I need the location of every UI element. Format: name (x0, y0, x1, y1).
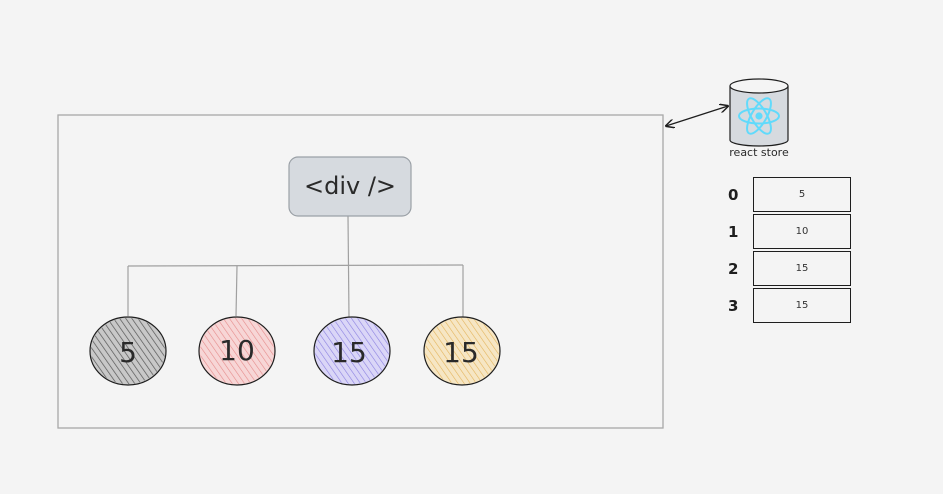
store-index: 1 (728, 222, 739, 241)
store-index: 0 (728, 185, 739, 204)
store-cell: 15 (753, 288, 851, 323)
child-node-value: 15 (443, 336, 479, 369)
store-array: 0 5 1 10 2 15 3 15 (726, 176, 856, 324)
div-node: <div /> (288, 156, 412, 217)
child-node: 5 (89, 316, 167, 386)
child-node: 15 (423, 316, 501, 386)
store-row: 2 15 (726, 250, 856, 287)
store-row: 1 10 (726, 213, 856, 250)
child-node-value: 10 (219, 334, 255, 367)
store-connection-arrow (666, 106, 728, 126)
react-logo-icon (738, 97, 780, 135)
store-label: react store (729, 146, 789, 159)
store-index: 3 (728, 296, 739, 315)
child-node: 15 (313, 316, 391, 386)
store-cell: 10 (753, 214, 851, 249)
child-node-value: 5 (119, 336, 137, 369)
child-node: 10 (198, 316, 276, 386)
store-row: 3 15 (726, 287, 856, 324)
div-node-label: <div /> (304, 172, 396, 200)
store-index: 2 (728, 259, 739, 278)
tree-connectors (127, 215, 464, 319)
store-cell: 15 (753, 251, 851, 286)
child-node-value: 15 (331, 336, 367, 369)
store-cell: 5 (753, 177, 851, 212)
store-row: 0 5 (726, 176, 856, 213)
